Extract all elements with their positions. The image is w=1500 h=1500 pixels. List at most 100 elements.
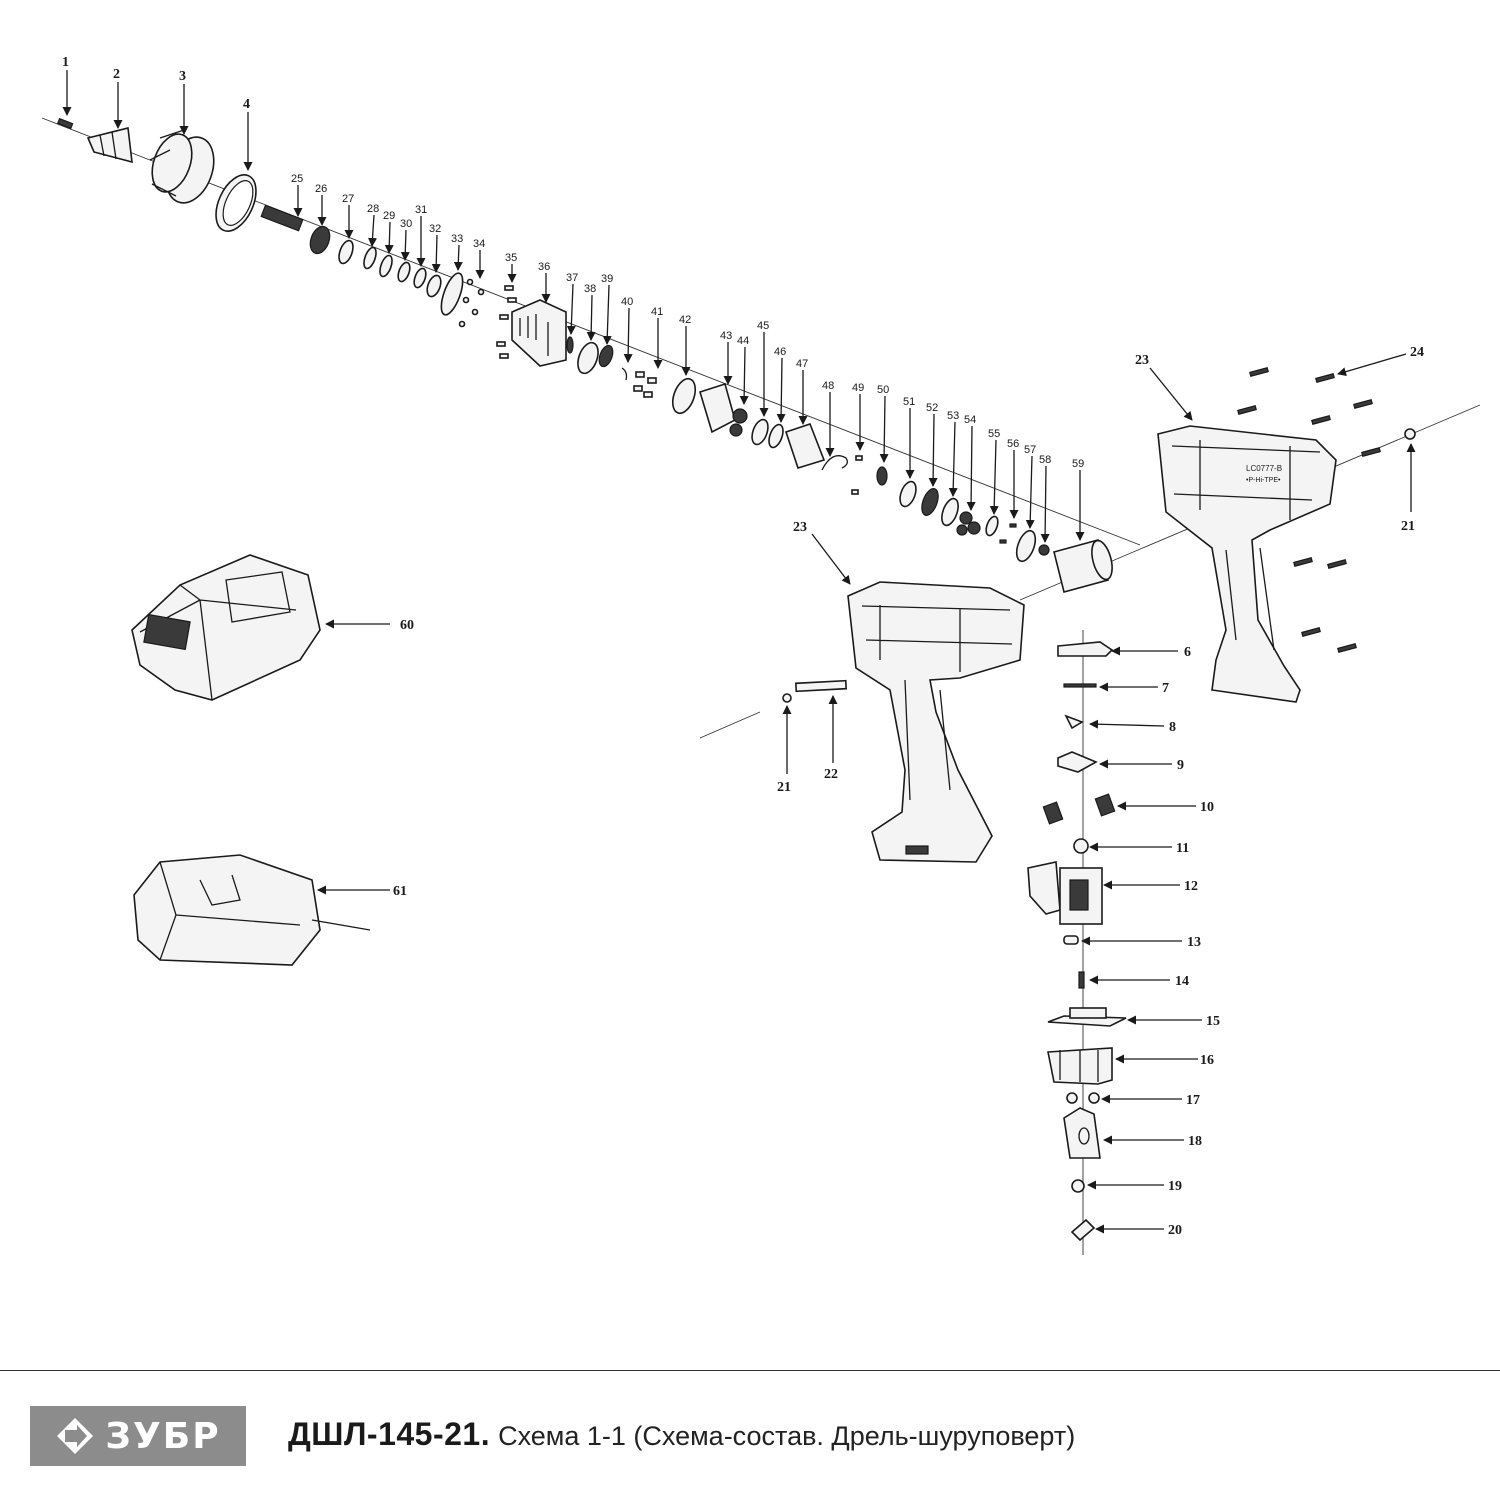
part-56-screws — [999, 523, 1017, 544]
callout-38: 38 — [584, 283, 596, 295]
exploded-parts-diagram: 1 2 3 4 25 26 27 28 29 30 — [41, 55, 1481, 1255]
callout-59: 59 — [1072, 458, 1084, 470]
part-20-bit-holder — [1070, 1218, 1096, 1242]
brand-arrow-icon — [57, 1418, 94, 1454]
part-16-terminal-block — [1047, 1047, 1113, 1085]
part-44-planet-gears — [729, 408, 748, 437]
part-34-balls — [458, 278, 485, 328]
callout-1: 1 — [62, 55, 69, 70]
callout-7: 7 — [1162, 681, 1169, 696]
part-23-housing-right: LC0777-B •P-Hi-TPE• — [1157, 425, 1337, 703]
callout-13: 13 — [1187, 935, 1201, 950]
part-22-bit — [794, 679, 848, 693]
callout-18: 18 — [1188, 1134, 1202, 1149]
part-21-plug-left — [782, 693, 792, 703]
callout-12: 12 — [1184, 879, 1198, 894]
part-53-washer — [941, 497, 959, 527]
housing-marking-line1: LC0777-B — [1246, 464, 1282, 473]
part-19-screw — [1071, 1179, 1085, 1193]
brand-logo-text: ЗУБР — [105, 1415, 221, 1457]
part-57-motor-plate — [1015, 529, 1037, 563]
callout-60: 60 — [400, 618, 414, 633]
part-12-switch — [1027, 861, 1103, 925]
callout-55: 55 — [988, 428, 1000, 440]
part-15-plate — [1047, 1007, 1127, 1027]
callout-16: 16 — [1200, 1053, 1214, 1068]
callout-24: 24 — [1410, 345, 1424, 360]
part-29-ring — [379, 254, 393, 278]
part-11-nut — [1073, 838, 1089, 854]
callout-36: 36 — [538, 261, 550, 273]
part-60-battery — [131, 554, 321, 701]
assembly-axis-left — [699, 711, 761, 739]
part-13-led — [1063, 935, 1079, 945]
part-45-carrier — [751, 418, 769, 446]
callout-41: 41 — [651, 306, 663, 318]
part-3-torque-ring — [149, 129, 215, 204]
callout-23-left: 23 — [793, 520, 807, 535]
callout-47: 47 — [796, 358, 808, 370]
part-48-spring-clip — [821, 455, 848, 471]
callout-26: 26 — [315, 183, 327, 195]
part-4-clutch-ring — [215, 174, 257, 232]
callout-17: 17 — [1186, 1093, 1200, 1108]
callout-9: 9 — [1177, 758, 1184, 773]
part-39-gear — [598, 344, 614, 368]
part-50-gear — [876, 466, 888, 486]
callout-52: 52 — [926, 402, 938, 414]
callout-43: 43 — [720, 330, 732, 342]
callout-31: 31 — [415, 204, 427, 216]
callout-33: 33 — [451, 233, 463, 245]
part-24-screws — [1237, 367, 1381, 653]
callout-25: 25 — [291, 173, 303, 185]
callout-50: 50 — [877, 384, 889, 396]
model-number: ДШЛ-145-21. — [288, 1416, 491, 1452]
part-46-washer — [768, 423, 784, 449]
callout-3: 3 — [179, 69, 186, 84]
callout-48: 48 — [822, 380, 834, 392]
part-23-housing-left — [847, 581, 1025, 863]
part-7-pin — [1063, 683, 1097, 688]
part-17-nuts — [1066, 1092, 1100, 1104]
part-1-chuck-screw — [56, 117, 74, 130]
callout-6: 6 — [1184, 645, 1191, 660]
callout-15: 15 — [1206, 1014, 1220, 1029]
callout-14: 14 — [1175, 974, 1189, 989]
callout-20: 20 — [1168, 1223, 1182, 1238]
part-25-spindle — [260, 204, 304, 232]
callout-32: 32 — [429, 223, 441, 235]
part-52-ring — [921, 488, 939, 516]
callout-23-right: 23 — [1135, 353, 1149, 368]
part-21-plug-right — [1404, 428, 1416, 440]
part-38-ring-gear — [577, 341, 599, 375]
callout-35: 35 — [505, 252, 517, 264]
part-10-springs — [1042, 793, 1116, 825]
part-54-planet-gears — [956, 511, 981, 536]
callout-45: 45 — [757, 320, 769, 332]
part-43-ring-gear — [699, 382, 736, 434]
callout-49: 49 — [852, 382, 864, 394]
part-37-spring — [566, 336, 574, 354]
callout-21-right: 21 — [1401, 519, 1415, 534]
part-6-direction-lever — [1057, 641, 1114, 657]
callout-22: 22 — [824, 767, 838, 782]
part-35-pins — [496, 285, 517, 359]
callout-8: 8 — [1169, 720, 1176, 735]
callout-30: 30 — [400, 218, 412, 230]
callout-29: 29 — [383, 210, 395, 222]
callout-42: 42 — [679, 314, 691, 326]
part-55-washer — [985, 515, 999, 537]
callout-37: 37 — [566, 272, 578, 284]
part-28-ring — [363, 246, 377, 270]
part-31-ring — [413, 267, 427, 289]
part-61-charger — [133, 854, 371, 966]
callout-57: 57 — [1024, 444, 1036, 456]
callout-61: 61 — [393, 884, 407, 899]
part-32-washer — [426, 274, 442, 298]
callout-56: 56 — [1007, 438, 1019, 450]
callout-27: 27 — [342, 193, 354, 205]
part-59-motor — [1053, 539, 1113, 593]
part-47-ring-gear — [784, 423, 826, 469]
callout-11: 11 — [1176, 841, 1189, 856]
callout-2: 2 — [113, 67, 120, 82]
